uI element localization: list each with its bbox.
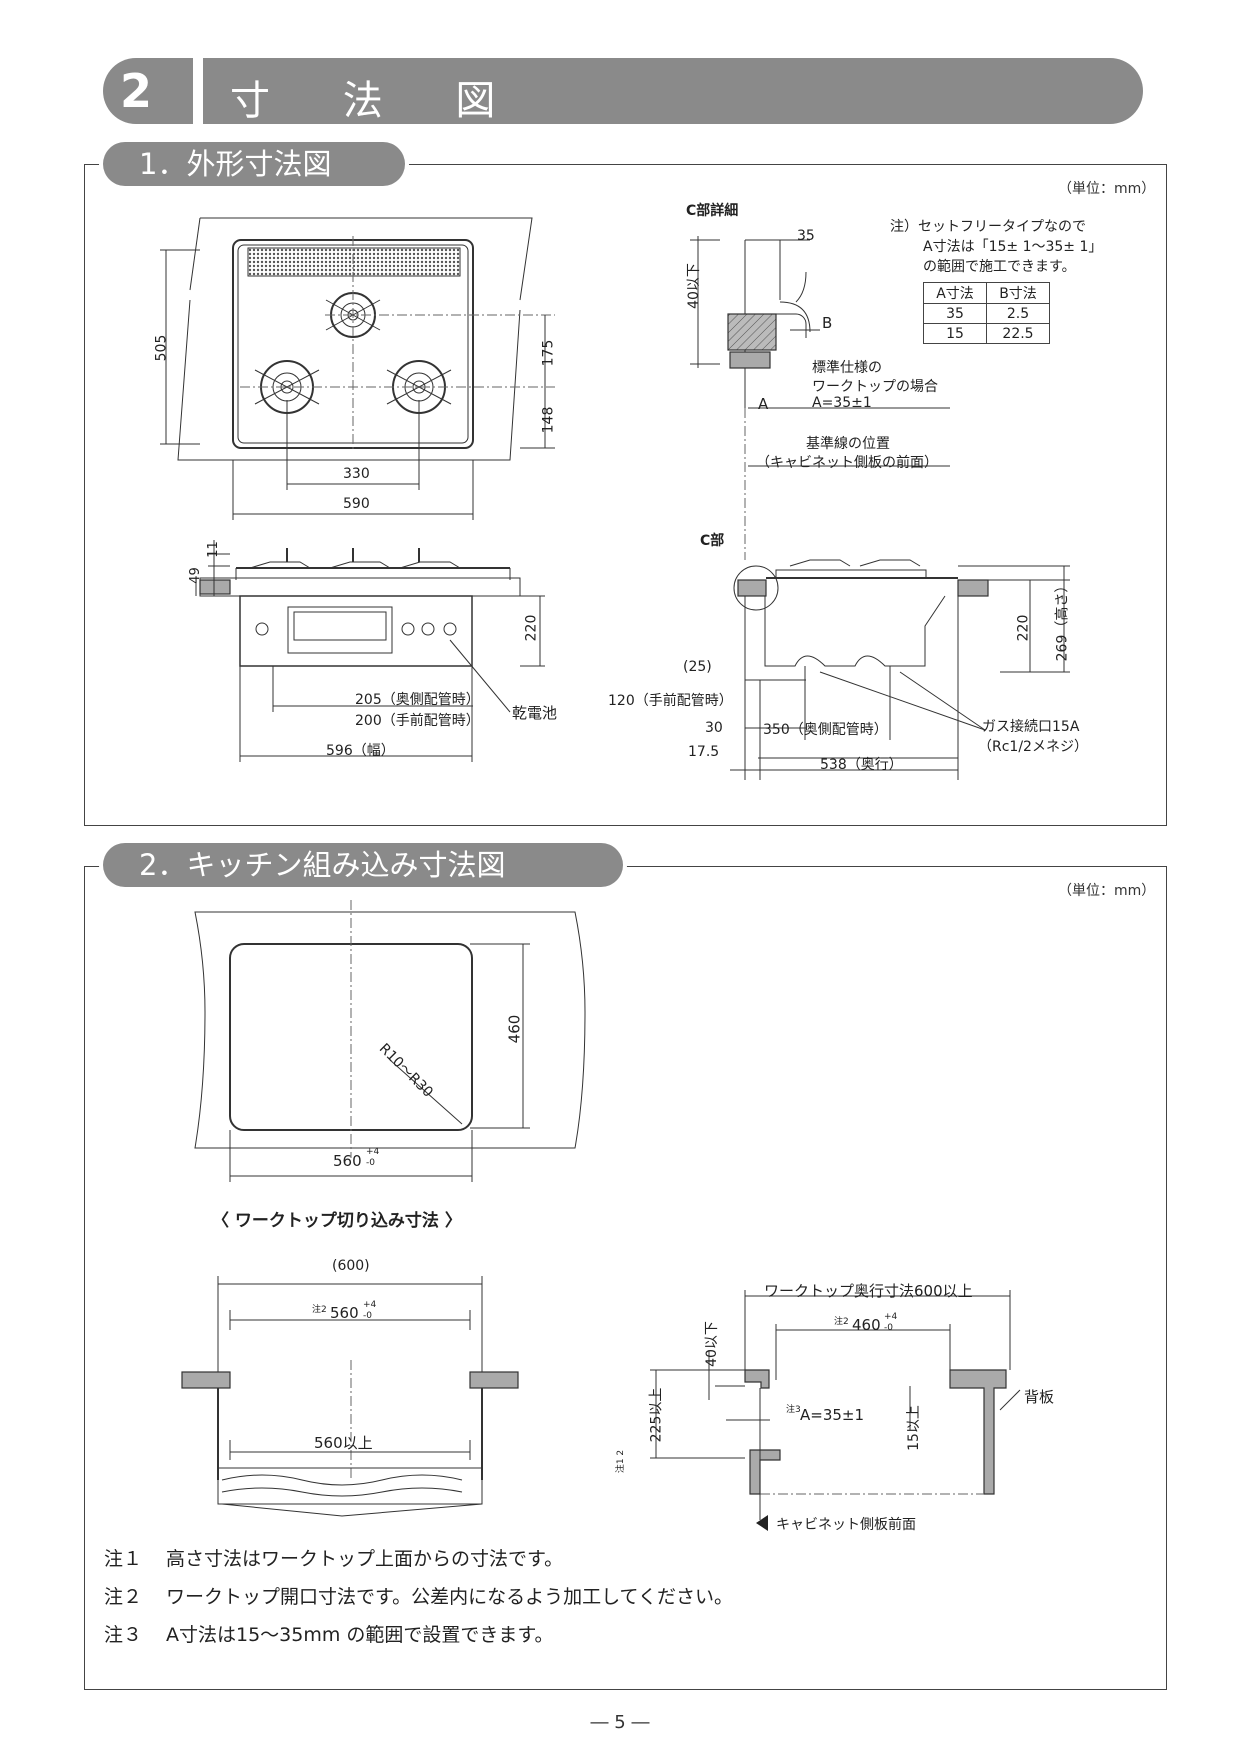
section-title: 寸 法 図 bbox=[230, 78, 526, 124]
page-number: ― 5 ― bbox=[590, 1712, 650, 1733]
header-separator bbox=[193, 58, 203, 124]
cutout-560: 560 bbox=[333, 1152, 362, 1170]
detail-title: C部詳細 bbox=[686, 203, 739, 219]
front-note-mark: 注2 bbox=[312, 1305, 327, 1315]
detail-b: B bbox=[822, 314, 833, 332]
section1-title: 1．外形寸法図 bbox=[103, 142, 405, 186]
side-note-mark12: 注1 2 bbox=[616, 1449, 627, 1474]
ab-header-a: A寸法 bbox=[923, 282, 987, 304]
dim-17-5: 17.5 bbox=[688, 744, 720, 760]
side-depth: ワークトップ奥行寸法600以上 bbox=[764, 1282, 973, 1300]
section1-unit: （単位：mm） bbox=[1058, 181, 1156, 197]
cooktop-body-front bbox=[239, 595, 473, 667]
dim-25: (25) bbox=[683, 659, 712, 675]
detail-a: A bbox=[758, 395, 769, 413]
side-a: A=35±1 bbox=[800, 1406, 865, 1424]
detail-base2: （キャビネット側板の前面） bbox=[756, 455, 938, 471]
worktop-section bbox=[727, 313, 777, 351]
label-battery: 乾電池 bbox=[512, 704, 558, 722]
dim-205: 205（奥側配管時） bbox=[355, 692, 480, 708]
note-1-mark: 注１ bbox=[104, 1548, 143, 1570]
side-back: 背板 bbox=[1024, 1388, 1055, 1406]
side-cabinet: キャビネット側板前面 bbox=[776, 1517, 916, 1533]
note-2-text: ワークトップ開口寸法です。公差内になるよう加工してください。 bbox=[166, 1586, 733, 1608]
note-2-mark: 注２ bbox=[104, 1586, 143, 1608]
dim-596: 596（幅） bbox=[326, 743, 395, 759]
section2-box bbox=[84, 866, 1167, 1690]
cutout-caption: 〈 ワークトップ切り込み寸法 〉 bbox=[212, 1211, 462, 1231]
note-line3: の範囲で施工できます。 bbox=[923, 259, 1076, 275]
dim-538: 538（奥行） bbox=[820, 757, 903, 773]
vent-grille bbox=[247, 247, 461, 277]
ab-cell: 22.5 bbox=[986, 323, 1050, 344]
note-line1: 注）セットフリータイプなので bbox=[890, 219, 1086, 235]
note-3-text: A寸法は15～35mm の範囲で設置できます。 bbox=[166, 1624, 554, 1646]
side-40: 40以下 bbox=[703, 1321, 720, 1367]
cutout-560-tol-minus: -0 bbox=[366, 1158, 375, 1168]
dim-30: 30 bbox=[705, 720, 723, 736]
ab-cell: 35 bbox=[923, 303, 987, 324]
side-15: 15以上 bbox=[905, 1405, 922, 1451]
detail-std3: A=35±1 bbox=[812, 395, 872, 411]
side-note-mark: 注2 bbox=[834, 1317, 849, 1327]
dim-330: 330 bbox=[343, 466, 370, 482]
cutout-560-tol-plus: +4 bbox=[366, 1147, 380, 1157]
section2-unit: （単位：mm） bbox=[1058, 883, 1156, 899]
detail-35: 35 bbox=[797, 228, 815, 244]
side-460-tol-minus: -0 bbox=[884, 1323, 893, 1333]
dim-350: 350（奥側配管時） bbox=[763, 722, 888, 738]
dim-200: 200（手前配管時） bbox=[355, 713, 480, 729]
section-header-bar bbox=[103, 58, 1143, 124]
section-number: 2 bbox=[120, 64, 153, 118]
label-c-part: C部 bbox=[700, 533, 725, 549]
front-600: (600) bbox=[332, 1258, 370, 1274]
gas-label2: （Rc1/2メネジ） bbox=[978, 739, 1088, 755]
detail-std2: ワークトップの場合 bbox=[812, 379, 938, 395]
front-560-tol-minus: -0 bbox=[363, 1311, 372, 1321]
front-560-tol-plus: +4 bbox=[363, 1300, 377, 1310]
section1-drawing bbox=[160, 217, 1070, 780]
note-3-mark: 注３ bbox=[104, 1624, 143, 1646]
detail-base1: 基準線の位置 bbox=[806, 436, 890, 452]
front-560: 560 bbox=[330, 1304, 359, 1322]
note-line2: A寸法は「15± 1～35± 1」 bbox=[923, 239, 1103, 255]
side-460-tol-plus: +4 bbox=[884, 1312, 898, 1322]
section2-title: 2．キッチン組み込み寸法図 bbox=[103, 843, 623, 887]
side-225: 225以上 bbox=[648, 1387, 665, 1443]
gas-label1: ガス接続口15A bbox=[982, 719, 1080, 735]
dim-590: 590 bbox=[343, 496, 370, 512]
section1-box bbox=[84, 164, 1167, 826]
dim-120: 120（手前配管時） bbox=[608, 693, 733, 709]
cutout-460: 460 bbox=[505, 1014, 524, 1044]
front-560-min: 560以上 bbox=[314, 1434, 373, 1452]
side-460: 460 bbox=[852, 1316, 881, 1334]
detail-std1: 標準仕様の bbox=[812, 360, 882, 376]
note-1-text: 高さ寸法はワークトップ上面からの寸法です。 bbox=[166, 1548, 564, 1570]
side-note-mark3: 注3 bbox=[786, 1405, 801, 1415]
